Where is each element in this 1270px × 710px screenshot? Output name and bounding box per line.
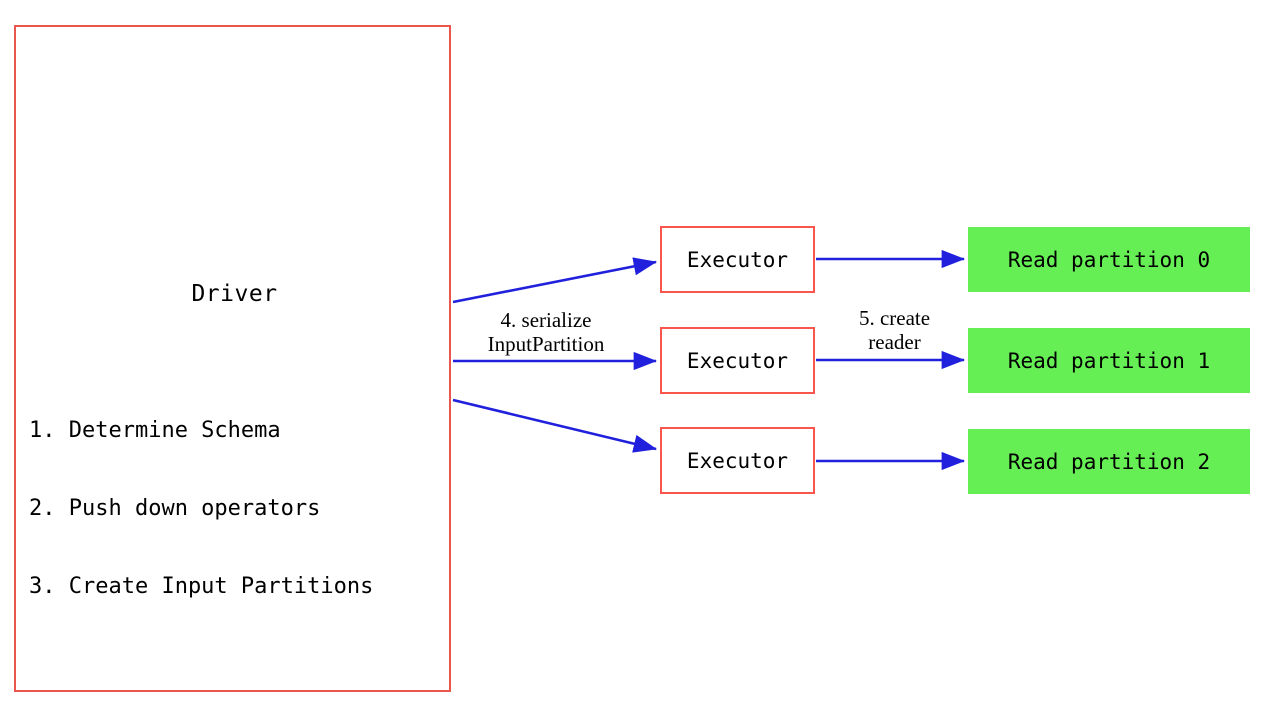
read-partition-label-2: Read partition 2 — [1007, 449, 1211, 474]
arrow-driver-to-executor-2 — [452, 398, 658, 453]
edge-label-create-reader: 5. create reader — [822, 306, 967, 354]
read-partition-label-0: Read partition 0 — [1007, 247, 1211, 272]
read-partition-box-1: Read partition 1 — [968, 328, 1250, 393]
read-partition-label-1: Read partition 1 — [1007, 348, 1211, 373]
executor-label-0: Executor — [686, 247, 789, 272]
driver-step-3: 3. Create Input Partitions — [29, 574, 374, 599]
edge-label-serialize-line-1: 4. serialize — [500, 308, 592, 332]
executor-label-2: Executor — [686, 448, 789, 473]
read-partition-box-0: Read partition 0 — [968, 227, 1250, 292]
arrow-driver-to-executor-0 — [452, 257, 658, 304]
edge-label-serialize-line-2: InputPartition — [487, 332, 605, 356]
driver-steps-list: 1. Determine Schema 2. Push down operato… — [29, 366, 373, 652]
read-partition-box-2: Read partition 2 — [968, 429, 1250, 494]
edge-label-create-reader-line-1: 5. create — [858, 306, 931, 330]
executor-box-0: Executor — [660, 226, 815, 293]
edge-label-serialize: 4. serialize InputPartition — [455, 308, 637, 356]
executor-label-1: Executor — [686, 348, 789, 373]
edge-label-create-reader-line-2: reader — [868, 330, 921, 354]
executor-box-2: Executor — [660, 427, 815, 494]
driver-title: Driver — [191, 281, 278, 307]
executor-box-1: Executor — [660, 327, 815, 394]
driver-box: Driver 1. Determine Schema 2. Push down … — [14, 25, 451, 692]
driver-step-1: 1. Determine Schema — [29, 418, 281, 443]
driver-step-2: 2. Push down operators — [29, 496, 321, 521]
